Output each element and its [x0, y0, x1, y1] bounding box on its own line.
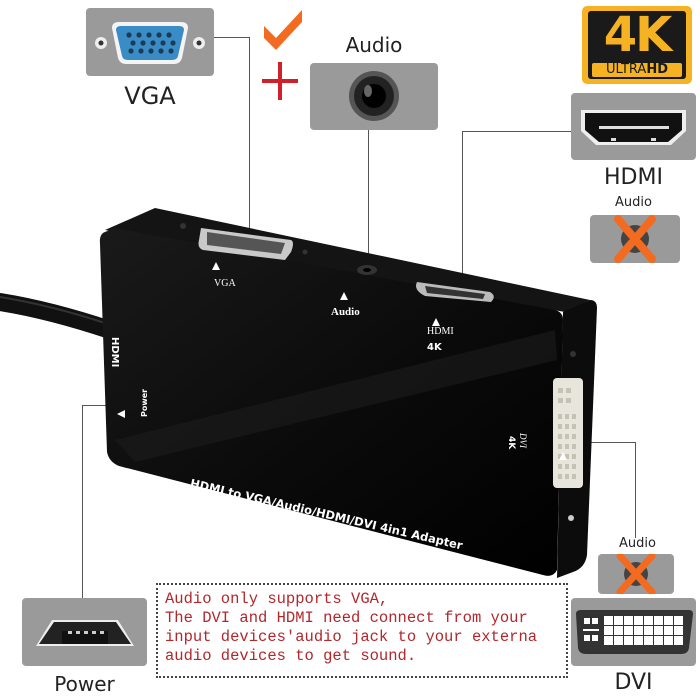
power-port-box [22, 598, 147, 666]
hdmi-port-box [571, 93, 696, 160]
note-line-1: Audio only supports VGA, [165, 590, 389, 608]
power-connector-line-h [82, 405, 112, 406]
audio-top-label: Audio [345, 33, 403, 57]
device-label-hdmi-input: HDMI [109, 337, 120, 368]
note-line-2: The DVI and HDMI need connect from your [165, 609, 528, 627]
device-label-dvi: DVI [518, 433, 528, 448]
dvi-connector-icon [576, 610, 693, 654]
hdmi-audio-box [590, 215, 680, 263]
dvi-connector-line-v [635, 442, 636, 538]
dvi-audio-box [598, 552, 674, 596]
badge-4k-text: 4K [603, 7, 673, 63]
device-label-vga: VGA [214, 278, 236, 289]
hdmi-audio-label: Audio [615, 195, 652, 210]
micro-usb-icon [36, 620, 134, 646]
dvi-port-box [571, 598, 696, 666]
vga-port-box [86, 8, 214, 76]
note-line-3: input devices'audio jack to your externa [165, 628, 538, 646]
hdmi-audio-unsupported-cross-icon [614, 215, 656, 263]
dvi-label: DVI [614, 670, 653, 695]
adapter-device [99, 208, 597, 578]
power-label: Power [54, 672, 115, 696]
device-label-audio: Audio [331, 306, 360, 318]
vga-connector-line-h [214, 37, 250, 38]
dvi-connector-line-h [580, 442, 636, 443]
audio-jack-icon [349, 71, 399, 121]
device-label-power: Power [140, 388, 149, 417]
hdmi-connector-line-h [462, 131, 572, 132]
hdmi-connector-line-v [462, 131, 463, 291]
vga-label: VGA [124, 82, 176, 110]
check-icon [264, 10, 302, 50]
device-label-hdmi: HDMI [427, 326, 454, 337]
dvi-audio-unsupported-cross-icon [616, 552, 656, 596]
badge-ultra-text: ULTRA [606, 62, 647, 77]
hdmi-label: HDMI [604, 165, 663, 190]
audio-support-note: Audio only supports VGA, The DVI and HDM… [156, 583, 568, 678]
audio-connector-line [368, 130, 369, 270]
hdmi-cable [0, 293, 119, 339]
vga-connector-line-v [249, 37, 250, 237]
device-label-hdmi-4k: 4K [427, 342, 442, 353]
device-label-dvi-4k: 4K [506, 436, 516, 450]
badge-hd-text: HD [646, 62, 668, 77]
dvi-audio-label: Audio [619, 536, 656, 551]
plus-icon [262, 62, 298, 100]
4k-ultrahd-badge: 4K ULTRAHD [582, 6, 692, 84]
audio-top-port-box [310, 63, 438, 130]
hdmi-connector-icon [581, 110, 686, 145]
vga-connector-icon [95, 22, 205, 64]
note-line-4: audio devices to get sound. [165, 647, 417, 665]
power-connector-line-v [82, 405, 83, 598]
